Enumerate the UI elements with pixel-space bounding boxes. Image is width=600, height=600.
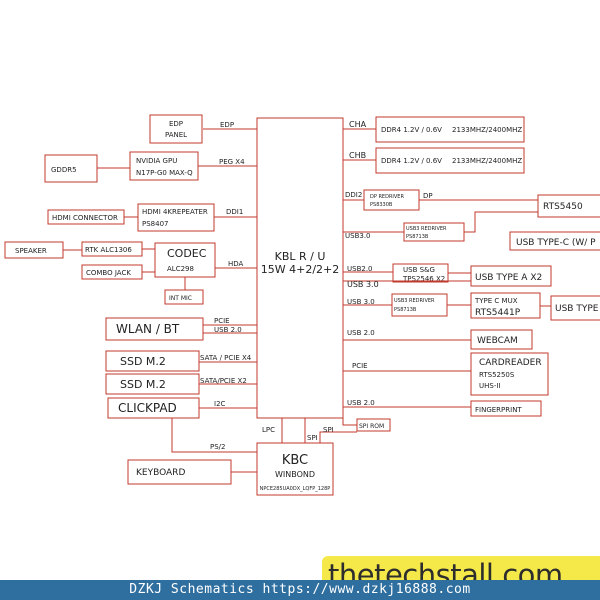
ddr4-b-label: 2133MHZ/2400MHZ [452,157,522,165]
gddr5-label: GDDR5 [51,166,77,174]
wire-ps2 [171,418,257,453]
kbl-label: KBL R / U [275,250,326,263]
usb-type-a-box [470,265,552,287]
signal-i2c: I2C [214,400,226,408]
nvidia-box [129,151,199,181]
wlan-label: WLAN / BT [116,322,180,336]
int-mic-box [164,289,204,305]
rts5450-label: RTS5450 [543,202,583,212]
gddr5-box [44,154,98,183]
dp-redriver-label: PS8330B [370,202,393,208]
signal-usb20-webcam: USB 2.0 [347,329,375,337]
footer-caption: DZKJ Schematics https://www.dzkj16888.co… [129,582,471,597]
signal-chb: CHB [349,151,366,160]
spi-rom-label: SPI ROM [359,423,384,430]
footer-bar [0,580,600,600]
signal-ddi2: DDI2 [345,191,362,199]
speaker-label: SPEAKER [15,247,47,255]
usb3-redriver-b-label: USB3 REDRIVER [394,298,435,304]
codec-label: ALC298 [167,265,194,273]
fingerprint-box [470,400,542,417]
typec-mux-label: RTS5441P [475,308,521,318]
usb-type-right-label: USB TYPE [555,304,599,314]
signal-pcie-wlan: PCIE [214,317,230,325]
usb3-redriver-a-label: USB3 REDRIVER [406,226,447,232]
fingerprint-label: FINGERPRINT [475,406,522,414]
webcam-label: WEBCAM [477,336,518,346]
usb-sg-label: TPS2546 X2 [402,275,445,283]
hdmi-repeater-box [137,203,215,232]
nvidia-label: N17P-G0 MAX-Q [136,169,193,177]
keyboard-label: KEYBOARD [136,468,185,478]
codec-label: CODEC [167,247,207,260]
signal-lpc: LPC [262,426,275,434]
ddr4-b-label: DDR4 1.2V / 0.6V [381,157,442,165]
kbc-label: WINBOND [275,470,315,479]
usb3-redriver-a-label: PS8713B [406,234,429,240]
signal-hda: HDA [228,260,244,268]
usb-typec-wp-box [509,231,600,251]
usb-type-right-box [550,295,600,321]
signal-usb30-a: USB3.0 [345,232,371,240]
edp-panel-label: PANEL [165,131,187,139]
int-mic-label: INT MIC [169,295,192,302]
signal-spi-bottom: SPI [307,434,318,442]
signal-edp: EDP [220,121,234,129]
hdmi-repeater-label: HDMI 4KREPEATER [142,208,208,216]
nvidia-label: NVIDIA GPU [136,157,177,165]
signal-spi-top: SPI [323,426,334,434]
wlan-box [105,317,204,341]
ddr4-a-label: DDR4 1.2V / 0.6V [381,126,442,134]
usb-typec-wp-label: USB TYPE-C (W/ P [516,238,596,248]
kbl-label: 15W 4+2/2+2 [261,263,340,276]
usb3-redriver-b-label: PS8713B [394,307,417,313]
signal-usb20-sg: USB2.0 [347,265,373,273]
wire-spi-rom [342,418,357,426]
signal-ddi1: DDI1 [226,208,243,216]
kbc-box [256,442,334,496]
cardreader-label: CARDREADER [479,358,542,368]
kbc-label: NPCE285UA0DX_LQFP_128P [260,486,331,492]
rtk-label: RTK ALC1306 [85,246,132,254]
cardreader-label: UHS-II [479,382,501,390]
signal-pcie-card: PCIE [352,362,368,370]
cardreader-box [470,352,549,396]
ssd2-label: SSD M.2 [120,378,166,391]
signal-sata-pcie-x4: SATA / PCIE X4 [200,354,252,362]
signal-peg: PEG X4 [219,158,245,166]
signal-cha: CHA [349,120,367,129]
signal-usb30-c: USB 3.0 [347,298,375,306]
cardreader-label: RTS5250S [479,371,515,379]
edp-panel-label: EDP [169,120,183,128]
wire-spi-kbc-rom [319,431,357,443]
ddr4-a-box [375,116,525,143]
clickpad-label: CLICKPAD [118,401,177,415]
rts5450-box [537,194,600,218]
combo-jack-label: COMBO JACK [86,269,131,277]
typec-mux-box [470,292,541,319]
signal-usb20-fp: USB 2.0 [347,399,375,407]
dp-redriver-label: DP REDRIVER [370,194,404,200]
usb-type-a-label: USB TYPE A X2 [475,273,542,283]
wire-redriver-rts [464,211,538,233]
signal-ps2: PS/2 [210,443,225,451]
signal-usb30-b: USB 3.0 [347,280,379,289]
hdmi-connector-label: HDMI CONNECTOR [52,214,118,222]
signal-usb20-wlan: USB 2.0 [214,326,242,334]
kbc-label: KBC [282,453,308,468]
typec-mux-label: TYPE C MUX [474,297,518,305]
ddr4-b-box [375,147,525,174]
edp-panel-box [149,114,203,144]
signal-sata-pcie-x2: SATA/PCIE X2 [200,377,247,385]
hdmi-repeater-label: PS8407 [142,220,168,228]
usb-sg-label: USB S&G [403,266,435,274]
ssd1-label: SSD M.2 [120,355,166,368]
signal-dp: DP [423,192,433,200]
ddr4-a-label: 2133MHZ/2400MHZ [452,126,522,134]
ssd1-box [105,350,200,372]
